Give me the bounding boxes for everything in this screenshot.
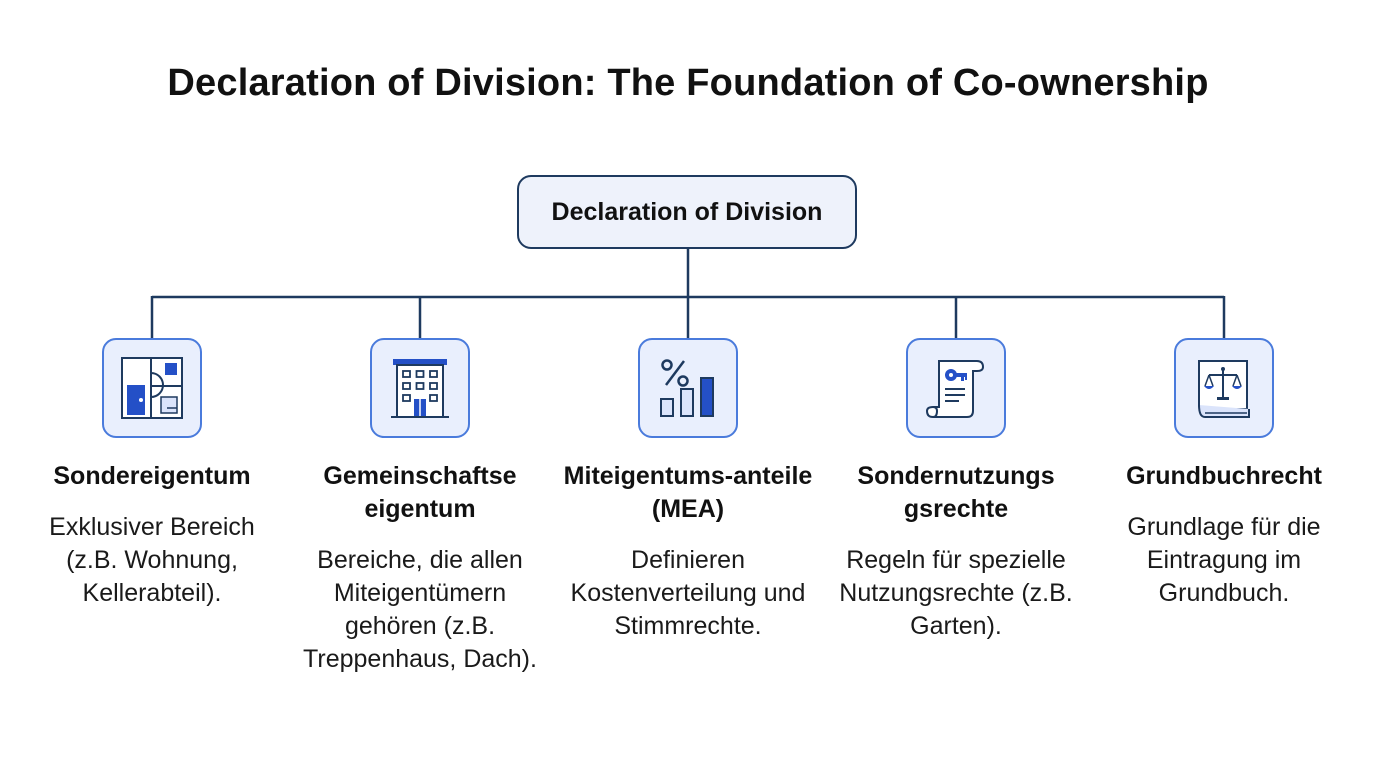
node-sondernutzungsrechte: Sondernutzungs gsrechte Regeln für spezi… xyxy=(826,338,1086,643)
root-node: Declaration of Division xyxy=(517,175,857,249)
node-description: Grundlage für die Eintragung im Grundbuc… xyxy=(1127,513,1321,607)
node-title: Sondernutzungs gsrechte xyxy=(857,462,1055,523)
node-miteigentumsanteile: Miteigentums-anteile (MEA) Definieren Ko… xyxy=(558,338,818,643)
building-icon xyxy=(370,338,470,438)
node-title: Gemeinschaftse eigentum xyxy=(323,462,517,523)
node-title: Miteigentums-anteile (MEA) xyxy=(563,462,813,523)
node-title: Sondereigentum xyxy=(53,462,251,490)
node-description: Exklusiver Bereich (z.B. Wohnung, Keller… xyxy=(49,513,255,607)
law-book-icon xyxy=(1174,338,1274,438)
node-description: Bereiche, die allen Miteigentümern gehör… xyxy=(303,546,537,673)
node-gemeinschaftseigentum: Gemeinschaftse eigentum Bereiche, die al… xyxy=(290,338,550,676)
node-title: Grundbuchrecht xyxy=(1126,462,1322,490)
node-description: Definieren Kostenverteilung und Stimmrec… xyxy=(570,546,806,640)
floor-plan-icon xyxy=(102,338,202,438)
node-grundbuchrecht: Grundbuchrecht Grundlage für die Eintrag… xyxy=(1094,338,1354,610)
node-description: Regeln für spezielle Nutzungsrechte (z.B… xyxy=(839,546,1073,640)
page-title: Declaration of Division: The Foundation … xyxy=(167,62,1209,104)
node-sondereigentum: Sondereigentum Exklusiver Bereich (z.B. … xyxy=(22,338,282,610)
percent-chart-icon xyxy=(638,338,738,438)
key-document-icon xyxy=(906,338,1006,438)
